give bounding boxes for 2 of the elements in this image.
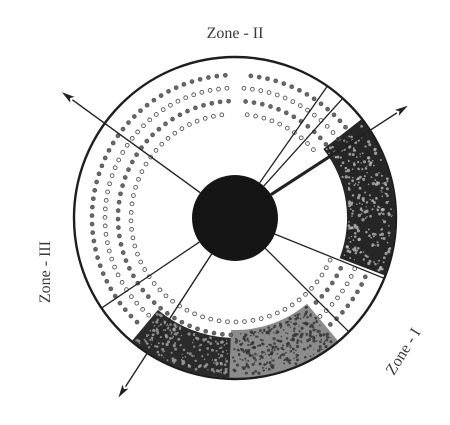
zone-label: Zone - II: [206, 26, 264, 42]
zone-label: Zone - III: [38, 240, 54, 304]
